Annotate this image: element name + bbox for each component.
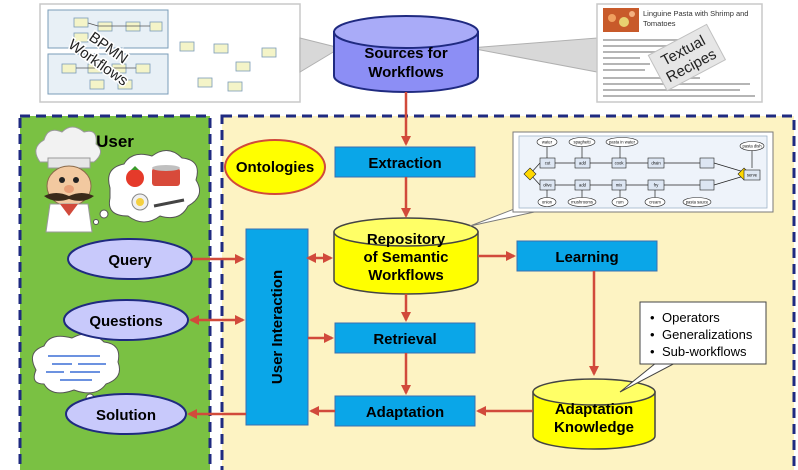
repository-line2: of Semantic — [363, 249, 448, 266]
wf-node: drain — [651, 161, 661, 166]
wf-node: cream — [649, 200, 661, 205]
sources-line1: Sources for — [364, 45, 448, 62]
wf-node: olive — [543, 183, 552, 188]
wf-node: add — [579, 161, 587, 166]
adaptation-knowledge-cylinder: Adaptation Knowledge — [532, 378, 656, 450]
learning-box — [516, 240, 658, 272]
questions-label: Questions — [89, 313, 162, 330]
knowledge-types-box — [639, 301, 767, 365]
wf-node: add — [579, 183, 587, 188]
sources-line2: Workflows — [368, 64, 444, 81]
repository-line1: Repository — [367, 231, 446, 248]
repository-cylinder: Repository of Semantic Workflows — [333, 217, 479, 295]
wf-node: pasta dish — [742, 144, 762, 149]
cooking-thought-bubble — [93, 150, 201, 225]
wf-node: onion — [542, 200, 553, 205]
extraction-label: Extraction — [368, 155, 441, 172]
adaptation-knowledge-line2: Knowledge — [554, 419, 634, 436]
knowledge-type-bullet: • — [650, 310, 655, 325]
recipe-callout — [469, 37, 598, 73]
solution-ellipse — [65, 393, 187, 435]
knowledge-type-generalizations: Generalizations — [662, 327, 753, 342]
solution-label: Solution — [96, 407, 156, 424]
bpmn-workflows-card — [39, 3, 301, 103]
chef-illustration — [35, 126, 101, 233]
workflow-graph: water spaghetti pasta in water pasta dis… — [512, 131, 774, 213]
knowledge-type-bullet: • — [650, 327, 655, 342]
wf-node: mushrooms — [571, 200, 593, 205]
user-interaction-box — [245, 228, 309, 426]
wf-node: cook — [615, 161, 625, 166]
knowledge-type-bullet: • — [650, 344, 655, 359]
recipe-card: Linguine Pasta with Shrimp and Tomatoes … — [596, 3, 763, 103]
retrieval-label: Retrieval — [373, 331, 436, 348]
wf-node: serve — [747, 173, 758, 178]
repository-line3: Workflows — [368, 267, 444, 284]
bpmn-callout — [299, 37, 342, 73]
wf-node: pasta in water — [609, 140, 636, 145]
ontologies-label: Ontologies — [236, 159, 314, 176]
wf-node: spaghetti — [574, 140, 591, 145]
user-panel-title: User — [96, 132, 134, 151]
recipe-title-line1: Linguine Pasta with Shrimp and — [643, 9, 748, 18]
wf-node: mix — [616, 183, 623, 188]
wf-node: pasta sauce — [686, 200, 709, 205]
wf-node: water — [542, 140, 553, 145]
wf-node: cut — [545, 161, 551, 166]
wf-node: fry — [654, 183, 660, 188]
adaptation-knowledge-line1: Adaptation — [555, 401, 633, 418]
questions-ellipse — [63, 299, 189, 341]
sources-cylinder: Sources for Workflows — [333, 15, 479, 93]
adaptation-box — [334, 395, 476, 427]
user-interaction-label: User Interaction — [269, 270, 286, 384]
knowledge-type-operators: Operators — [662, 310, 720, 325]
wf-node: rum — [616, 200, 624, 205]
adaptation-label: Adaptation — [366, 404, 444, 421]
learning-label: Learning — [555, 249, 618, 266]
ontologies-ellipse — [224, 139, 326, 195]
knowledge-type-subworkflows: Sub-workflows — [662, 344, 747, 359]
extraction-box — [334, 146, 476, 178]
recipe-title-line2: Tomatoes — [643, 19, 676, 28]
query-label: Query — [108, 252, 152, 269]
